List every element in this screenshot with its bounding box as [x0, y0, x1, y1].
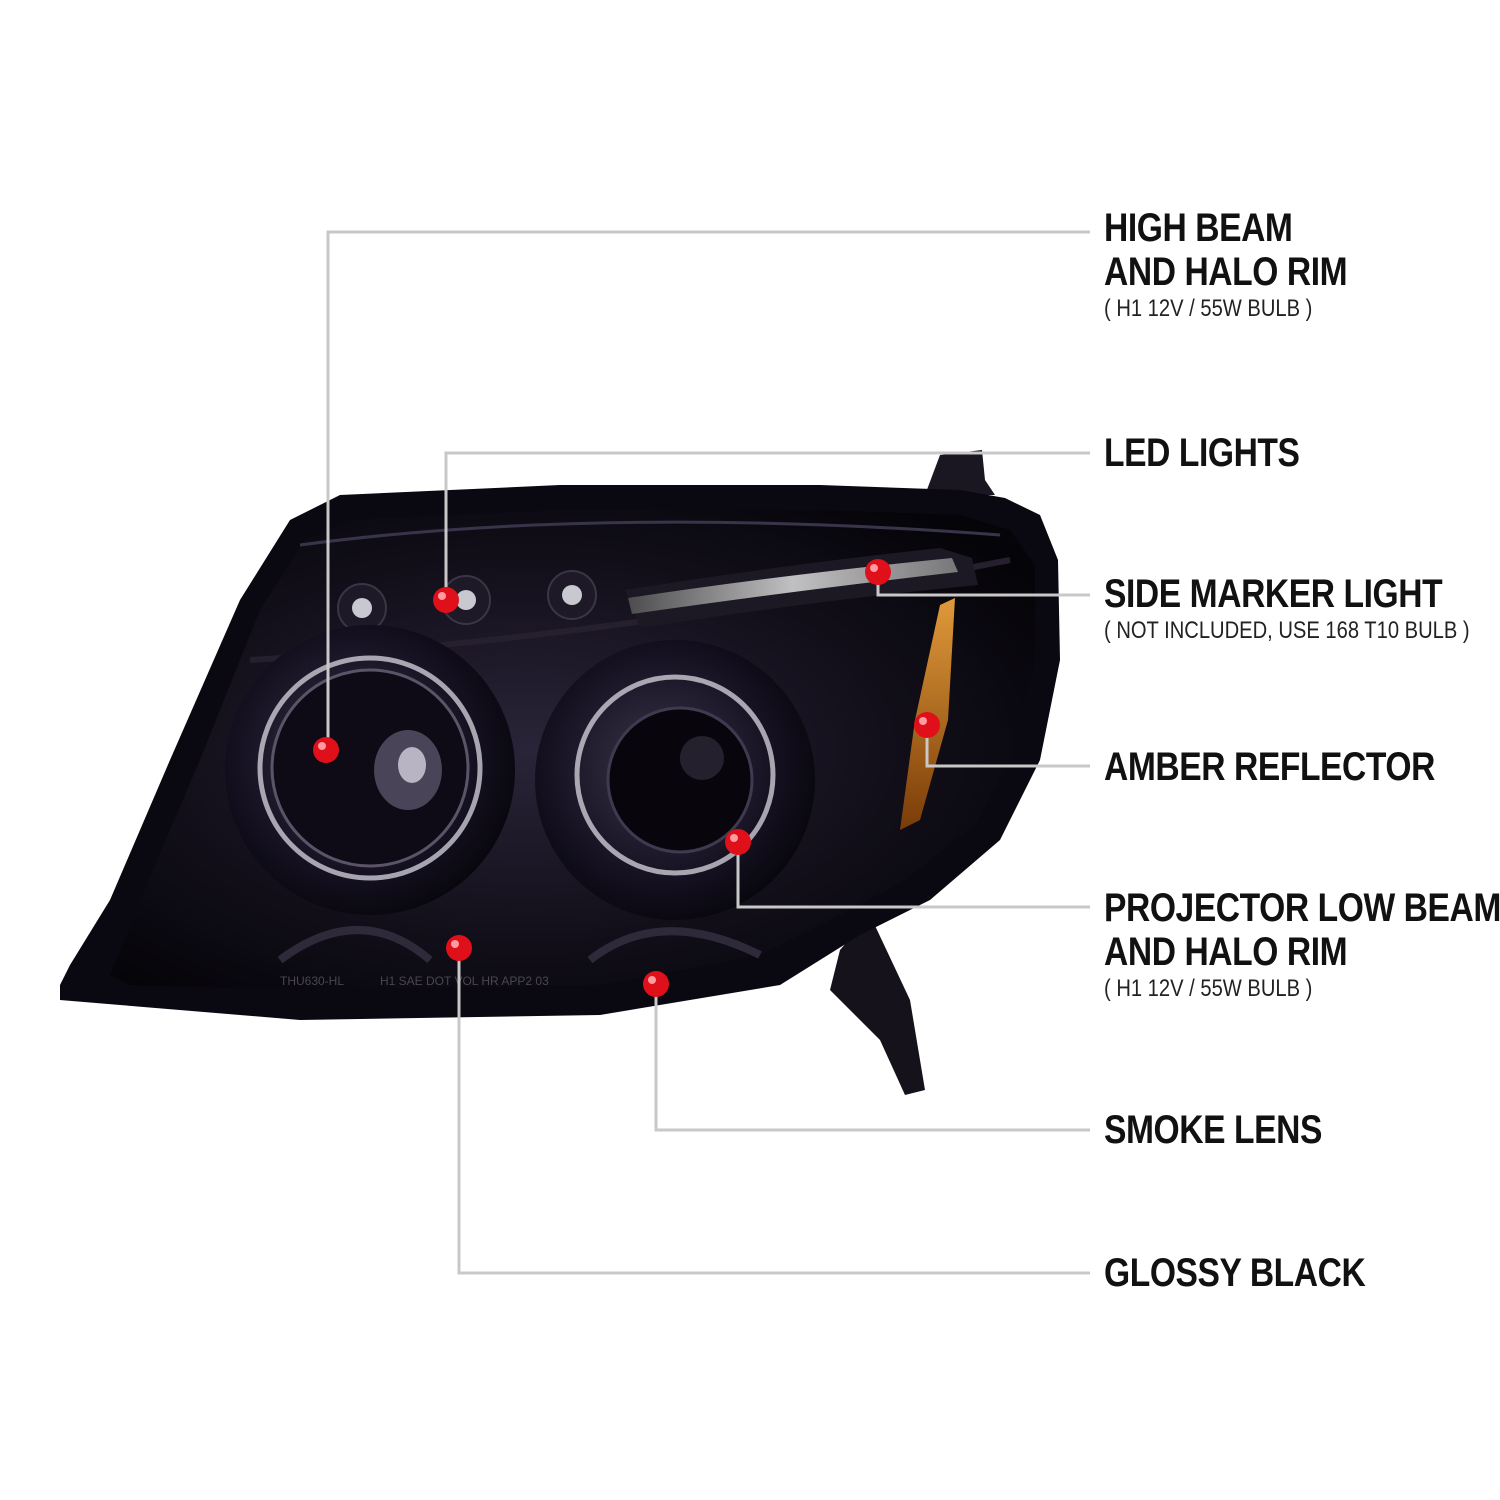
led-emitter [352, 598, 372, 618]
leader-line-smoke-lens [654, 985, 1090, 1132]
marker-dot-glossy-black [446, 935, 472, 961]
leader-line-projector [736, 843, 1090, 909]
leader-line-led-lights [444, 451, 1090, 598]
callout-title-line: SMOKE LENS [1104, 1108, 1322, 1152]
projector-assembly [535, 640, 815, 920]
callout-title-line: GLOSSY BLACK [1104, 1251, 1366, 1295]
led-pods [337, 570, 597, 633]
projector-lens [606, 706, 754, 854]
callout-led-lights: LED LIGHTS [1104, 431, 1300, 475]
leader-lines [326, 230, 1090, 1275]
leader-line-amber-reflector [925, 726, 1090, 768]
lens-marking: H1 SAE DOT VOL HR APP2 03 [380, 974, 549, 988]
marker-dot-high-beam [313, 737, 339, 763]
lower-reflector [587, 927, 762, 964]
callout-title-line: AND HALO RIM [1104, 930, 1348, 974]
led-emitter [456, 590, 476, 610]
callout-side-marker: SIDE MARKER LIGHT ( NOT INCLUDED, USE 16… [1104, 572, 1470, 646]
callout-title-line: HIGH BEAM [1104, 206, 1293, 250]
callout-glossy-black: GLOSSY BLACK [1104, 1251, 1366, 1295]
callout-title-line: AND HALO RIM [1104, 250, 1348, 294]
lens-marking: THU630-HL [280, 974, 344, 988]
callout-title-line: LED LIGHTS [1104, 431, 1300, 475]
marker-dot-projector [725, 829, 751, 855]
callout-spec: ( H1 12V / 55W BULB ) [1104, 975, 1313, 1002]
lens-edge-highlight [299, 520, 1001, 547]
callout-title-line: AMBER REFLECTOR [1104, 745, 1435, 789]
marker-dot-smoke-lens [643, 971, 669, 997]
mounting-bracket [830, 915, 925, 1095]
marker-dot-side-marker [865, 559, 891, 585]
leader-line-glossy-black [457, 949, 1090, 1275]
callout-projector-low-beam: PROJECTOR LOW BEAM AND HALO RIM ( H1 12V… [1104, 886, 1500, 1004]
callout-spec: ( NOT INCLUDED, USE 168 T10 BULB ) [1104, 617, 1470, 644]
callout-amber-reflector: AMBER REFLECTOR [1104, 745, 1435, 789]
leader-line-high-beam [326, 230, 1090, 748]
top-mounting-tab [925, 450, 995, 495]
high-beam-halo-ring [257, 655, 483, 881]
callout-smoke-lens: SMOKE LENS [1104, 1108, 1322, 1152]
marker-dots [313, 559, 940, 997]
callout-high-beam: HIGH BEAM AND HALO RIM ( H1 12V / 55W BU… [1104, 206, 1348, 324]
callout-spec: ( H1 12V / 55W BULB ) [1104, 295, 1313, 322]
high-beam-bulb-reflection [398, 747, 426, 783]
high-beam-lens [270, 668, 470, 868]
callout-title-line: SIDE MARKER LIGHT [1104, 572, 1443, 616]
projector-lens-highlight [680, 736, 724, 780]
callout-title-line: PROJECTOR LOW BEAM [1104, 886, 1500, 930]
headlight-illustration: THU630-HL H1 SAE DOT VOL HR APP2 03 [60, 450, 1060, 1095]
projector-halo-ring [574, 674, 776, 876]
high-beam-assembly [225, 625, 515, 915]
marker-dot-led-lights [433, 587, 459, 613]
led-emitter [562, 585, 582, 605]
lower-reflector [277, 926, 433, 964]
marker-dot-amber-reflector [914, 712, 940, 738]
